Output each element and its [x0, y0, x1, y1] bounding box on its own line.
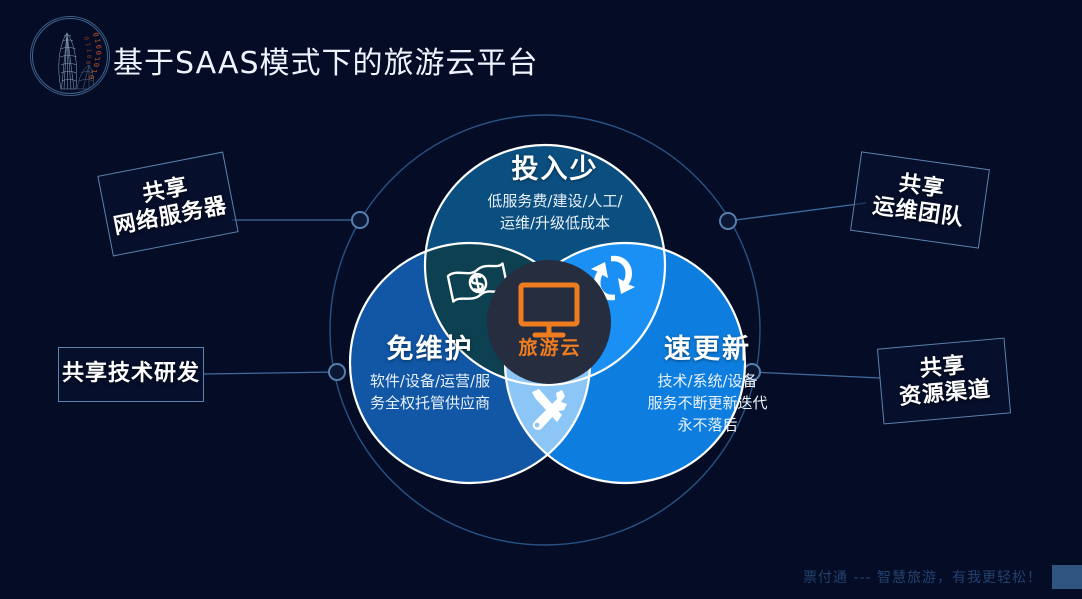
tag-shared-resource-channel[interactable]: 共享 资源渠道 — [876, 337, 1012, 425]
svg-text:0: 0 — [92, 63, 100, 67]
monitor-icon — [518, 282, 580, 338]
svg-text:1: 1 — [85, 48, 92, 53]
tag-line-2: 运维团队 — [870, 193, 966, 232]
wireframe-tower-logo-icon: 0 1 0 0 1 0 1 0 0 1 1 0 0 — [32, 18, 108, 94]
svg-text:1: 1 — [84, 42, 92, 47]
tag-line-1: 共享 — [918, 352, 967, 382]
svg-text:0: 0 — [84, 61, 91, 65]
connector-nodes — [328, 211, 761, 381]
svg-text:0: 0 — [91, 32, 100, 38]
svg-text:0: 0 — [85, 54, 92, 59]
svg-text:1: 1 — [93, 57, 101, 62]
connector-lines — [203, 202, 881, 379]
core-label: 旅游云 — [518, 337, 582, 359]
tag-line-2: 资源渠道 — [898, 376, 993, 410]
header: 0 1 0 0 1 0 1 0 0 1 1 0 0 — [0, 0, 1082, 110]
tag-shared-tech-rnd[interactable]: 共享技术研发 — [58, 347, 204, 402]
footer-block — [1052, 565, 1082, 589]
page-title: 基于SAAS模式下的旅游云平台 — [113, 46, 539, 81]
footer-slogan: 票付通 --- 智慧旅游，有我更轻松！ — [802, 570, 1042, 586]
wrench-screwdriver-icon — [532, 389, 567, 431]
svg-text:0: 0 — [94, 44, 103, 49]
logo: 0 1 0 0 1 0 1 0 0 1 1 0 0 — [30, 16, 110, 96]
outer-ring — [329, 114, 761, 546]
svg-text:1: 1 — [93, 38, 102, 44]
svg-text:1: 1 — [90, 69, 98, 73]
tag-line-1: 共享技术研发 — [61, 361, 200, 387]
svg-text:0: 0 — [94, 50, 102, 55]
svg-text:0: 0 — [82, 36, 90, 41]
svg-text:0: 0 — [87, 75, 95, 79]
